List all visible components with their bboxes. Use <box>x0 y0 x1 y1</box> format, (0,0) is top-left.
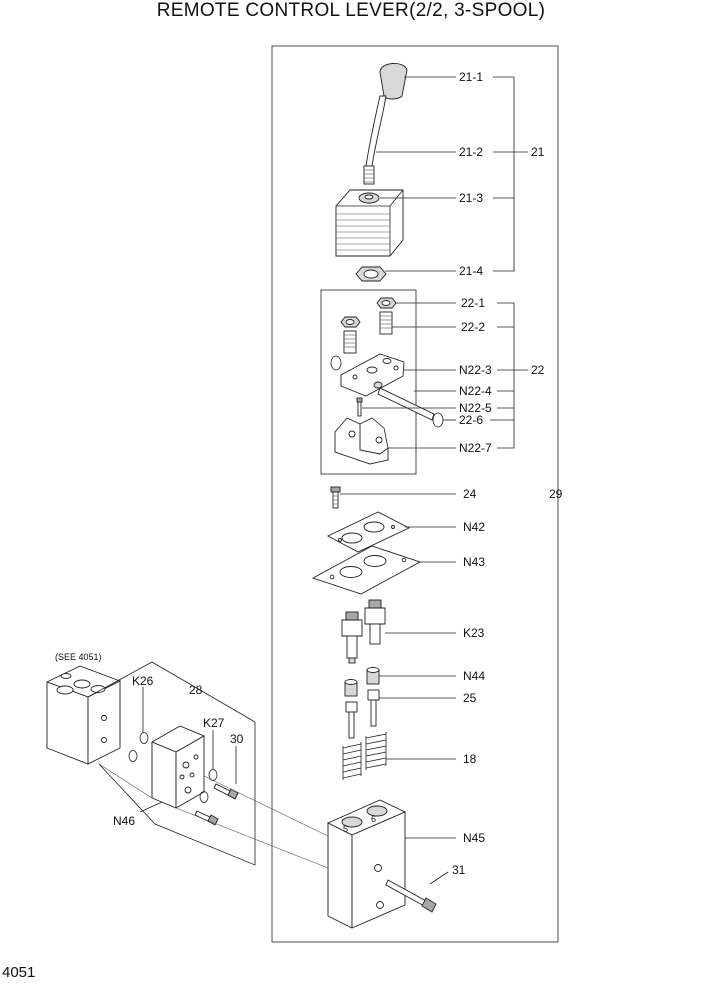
label-30: 30 <box>230 732 244 746</box>
label-21: 21 <box>531 145 545 159</box>
label-22-2: 22-2 <box>461 320 485 334</box>
bracket-N22-7 <box>334 417 389 465</box>
diagram-title: REMOTE CONTROL LEVER(2/2, 3-SPOOL) <box>156 0 546 21</box>
label-N46: N46 <box>113 814 135 828</box>
nut-21-4 <box>355 266 387 282</box>
plate-N43 <box>311 545 422 595</box>
lever-grip-21-1 <box>365 63 408 167</box>
screw-N22-5 <box>356 397 363 417</box>
label-K27: K27 <box>203 716 225 730</box>
o-rings-K26 <box>128 732 149 762</box>
o-ring-22-6-left <box>330 355 342 371</box>
screw-31 <box>385 879 437 913</box>
label-21-1: 21-1 <box>459 70 483 84</box>
spring-22-2 <box>379 311 393 335</box>
plug-N44 <box>344 667 380 697</box>
screw-24 <box>330 486 341 509</box>
guide-line-lower <box>175 807 329 869</box>
port-label-6: 6 <box>371 814 376 824</box>
label-N22-5: N22-5 <box>459 401 492 415</box>
port-label-5: 5 <box>343 824 348 834</box>
label-N22-3: N22-3 <box>459 363 492 377</box>
adapter-block <box>150 725 206 809</box>
label-18: 18 <box>463 752 477 766</box>
gasket-N42 <box>327 511 411 553</box>
label-N42: N42 <box>463 520 485 534</box>
label-K26: K26 <box>132 674 154 688</box>
label-N22-7: N22-7 <box>459 441 492 455</box>
label-21-3: 21-3 <box>459 191 483 205</box>
label-29: 29 <box>549 487 563 501</box>
label-22-1: 22-1 <box>461 296 485 310</box>
reference-valve-body <box>45 665 122 765</box>
screws-30 <box>194 783 239 826</box>
label-N45: N45 <box>463 831 485 845</box>
nut-22-1 <box>376 297 397 309</box>
label-24: 24 <box>463 487 477 501</box>
label-22: 22 <box>531 363 545 377</box>
boot-21-3 <box>335 189 404 257</box>
o-ring-22-6 <box>432 412 444 428</box>
page-number: 4051 <box>2 964 36 981</box>
valve-body-N45 <box>326 799 407 929</box>
lever-rod-21-2 <box>363 165 375 185</box>
leader-lines <box>139 76 528 885</box>
label-N44: N44 <box>463 669 485 683</box>
see-4051-note: (SEE 4051) <box>55 652 102 662</box>
label-N43: N43 <box>463 555 485 569</box>
spring-22-2-left <box>343 330 357 354</box>
label-K23: K23 <box>463 626 485 640</box>
label-N22-4: N22-4 <box>459 384 492 398</box>
label-28: 28 <box>189 683 203 697</box>
nut-22-1-left <box>340 316 361 328</box>
guide-line-upper <box>203 775 329 837</box>
subassembly-frame-22 <box>320 289 417 475</box>
label-21-2: 21-2 <box>459 145 483 159</box>
label-31: 31 <box>452 863 466 877</box>
guide-line-ref <box>98 763 153 799</box>
label-21-4: 21-4 <box>459 264 483 278</box>
spring-18 <box>342 732 387 780</box>
label-25: 25 <box>463 691 477 705</box>
assembly-frame-29 <box>271 45 559 943</box>
plate-N22-3 <box>340 353 405 397</box>
spool-25 <box>345 689 380 739</box>
push-rod-K23 <box>341 599 386 664</box>
pin-N22-4 <box>377 387 435 421</box>
label-22-6: 22-6 <box>459 413 483 427</box>
assembly-frame-28 <box>87 661 256 866</box>
